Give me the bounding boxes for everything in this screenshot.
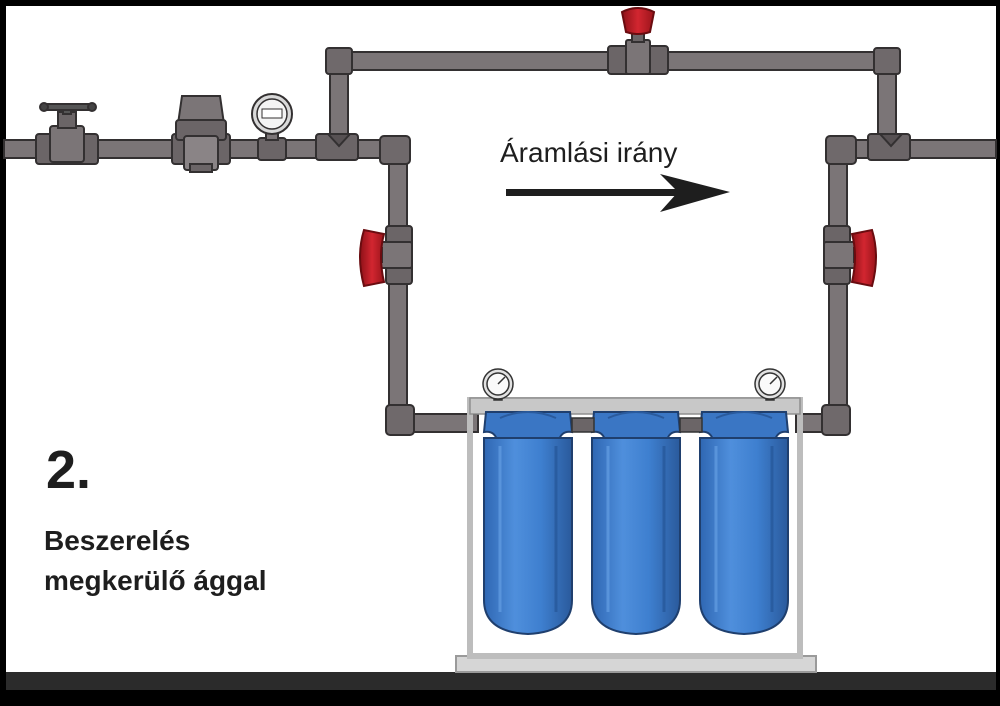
inlet-valve-icon [359, 225, 413, 288]
filter-housing-icon [698, 411, 790, 636]
step-number: 2. [46, 440, 91, 500]
pressure-reducer-icon [171, 95, 231, 173]
elbows [325, 47, 901, 436]
filter-gauge-left-icon [482, 368, 514, 401]
filter-housing-icon [590, 411, 682, 636]
flow-direction-label: Áramlási irány [500, 137, 677, 168]
floor [6, 672, 996, 690]
gate-valve-icon [35, 102, 99, 165]
outlet-valve-icon [823, 225, 877, 288]
pressure-gauge-icon [251, 93, 293, 161]
filter-housing-icon [482, 411, 574, 636]
filter-unit [455, 368, 817, 673]
caption-line-2: megkerülő ággal [44, 565, 267, 596]
tee-fittings [315, 133, 911, 161]
filter-gauge-right-icon [754, 368, 786, 401]
bypass-valve-icon [607, 7, 669, 75]
caption-line-1: Beszerelés [44, 525, 190, 556]
flow-arrow-icon [506, 174, 730, 212]
